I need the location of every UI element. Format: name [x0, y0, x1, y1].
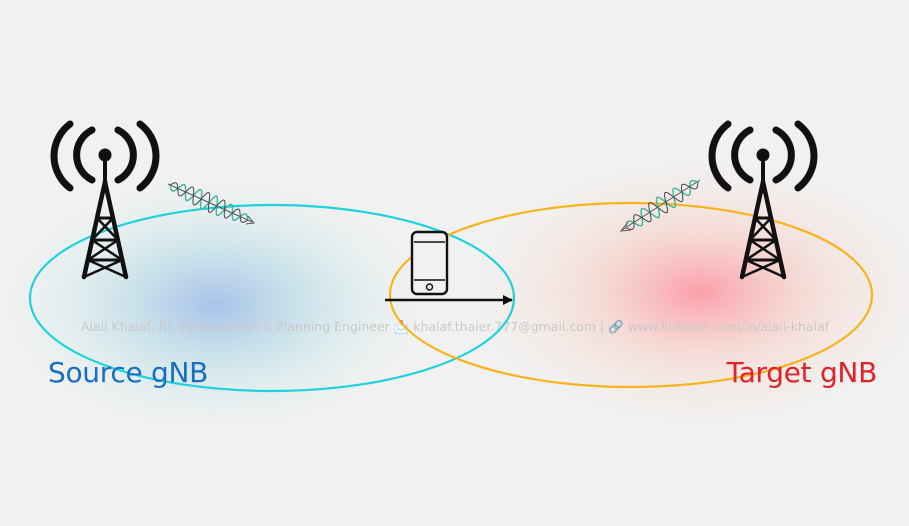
target-cell-glow	[470, 157, 909, 427]
source-signal-wave-icon	[167, 182, 255, 225]
source-gnb-label: Source gNB	[48, 356, 208, 389]
target-gnb-label: Target gNB	[726, 356, 877, 389]
source-cell-boundary	[28, 203, 516, 393]
phone-icon	[410, 230, 449, 296]
source-cell-glow	[0, 170, 440, 440]
target-signal-wave-icon	[619, 179, 701, 232]
watermark-text: Alali Khalaf, RF Optimization & Planning…	[81, 319, 830, 335]
target-tower-icon	[708, 120, 818, 280]
source-tower-icon	[50, 120, 160, 280]
target-cell-boundary	[388, 201, 874, 389]
